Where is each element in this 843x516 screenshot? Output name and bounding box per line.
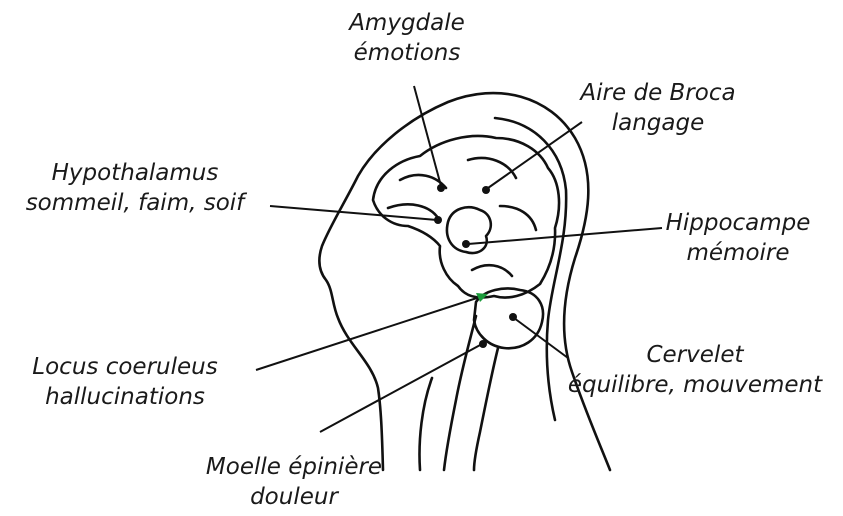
label-hypothalamus: Hypothalamus sommeil, faim, soif — [4, 158, 266, 218]
label-broca-desc: langage — [568, 108, 748, 138]
label-cervelet-title: Cervelet — [552, 340, 838, 370]
dot-broca — [482, 186, 490, 194]
head-outline — [319, 93, 610, 470]
label-moelle: Moelle épinière douleur — [180, 452, 408, 512]
label-locus-title: Locus coeruleus — [4, 352, 246, 382]
dot-moelle — [479, 340, 487, 348]
inner-skull-outline — [420, 118, 567, 470]
label-hypothalamus-title: Hypothalamus — [4, 158, 266, 188]
label-hippocampe: Hippocampe mémoire — [648, 208, 828, 268]
leader-amygdale — [414, 86, 441, 186]
leader-hypothalamus — [270, 206, 437, 220]
label-amygdale-desc: émotions — [332, 38, 482, 68]
label-hippocampe-title: Hippocampe — [648, 208, 828, 238]
dot-hypothalamus — [434, 216, 442, 224]
dot-cervelet — [509, 313, 517, 321]
label-hypothalamus-desc: sommeil, faim, soif — [4, 188, 266, 218]
label-moelle-desc: douleur — [180, 482, 408, 512]
label-moelle-title: Moelle épinière — [180, 452, 408, 482]
label-amygdale: Amygdale émotions — [332, 8, 482, 68]
label-broca: Aire de Broca langage — [568, 78, 748, 138]
label-locus-desc: hallucinations — [4, 382, 246, 412]
label-broca-title: Aire de Broca — [568, 78, 748, 108]
dot-amygdale — [437, 184, 445, 192]
label-amygdale-title: Amygdale — [332, 8, 482, 38]
leader-locus — [256, 296, 483, 370]
label-cervelet-desc: équilibre, mouvement — [552, 370, 838, 400]
label-locus: Locus coeruleus hallucinations — [4, 352, 246, 412]
label-cervelet: Cervelet équilibre, mouvement — [552, 340, 838, 400]
spinal-cord-shape — [444, 316, 498, 470]
label-hippocampe-desc: mémoire — [648, 238, 828, 268]
dot-hippocampe — [462, 240, 470, 248]
